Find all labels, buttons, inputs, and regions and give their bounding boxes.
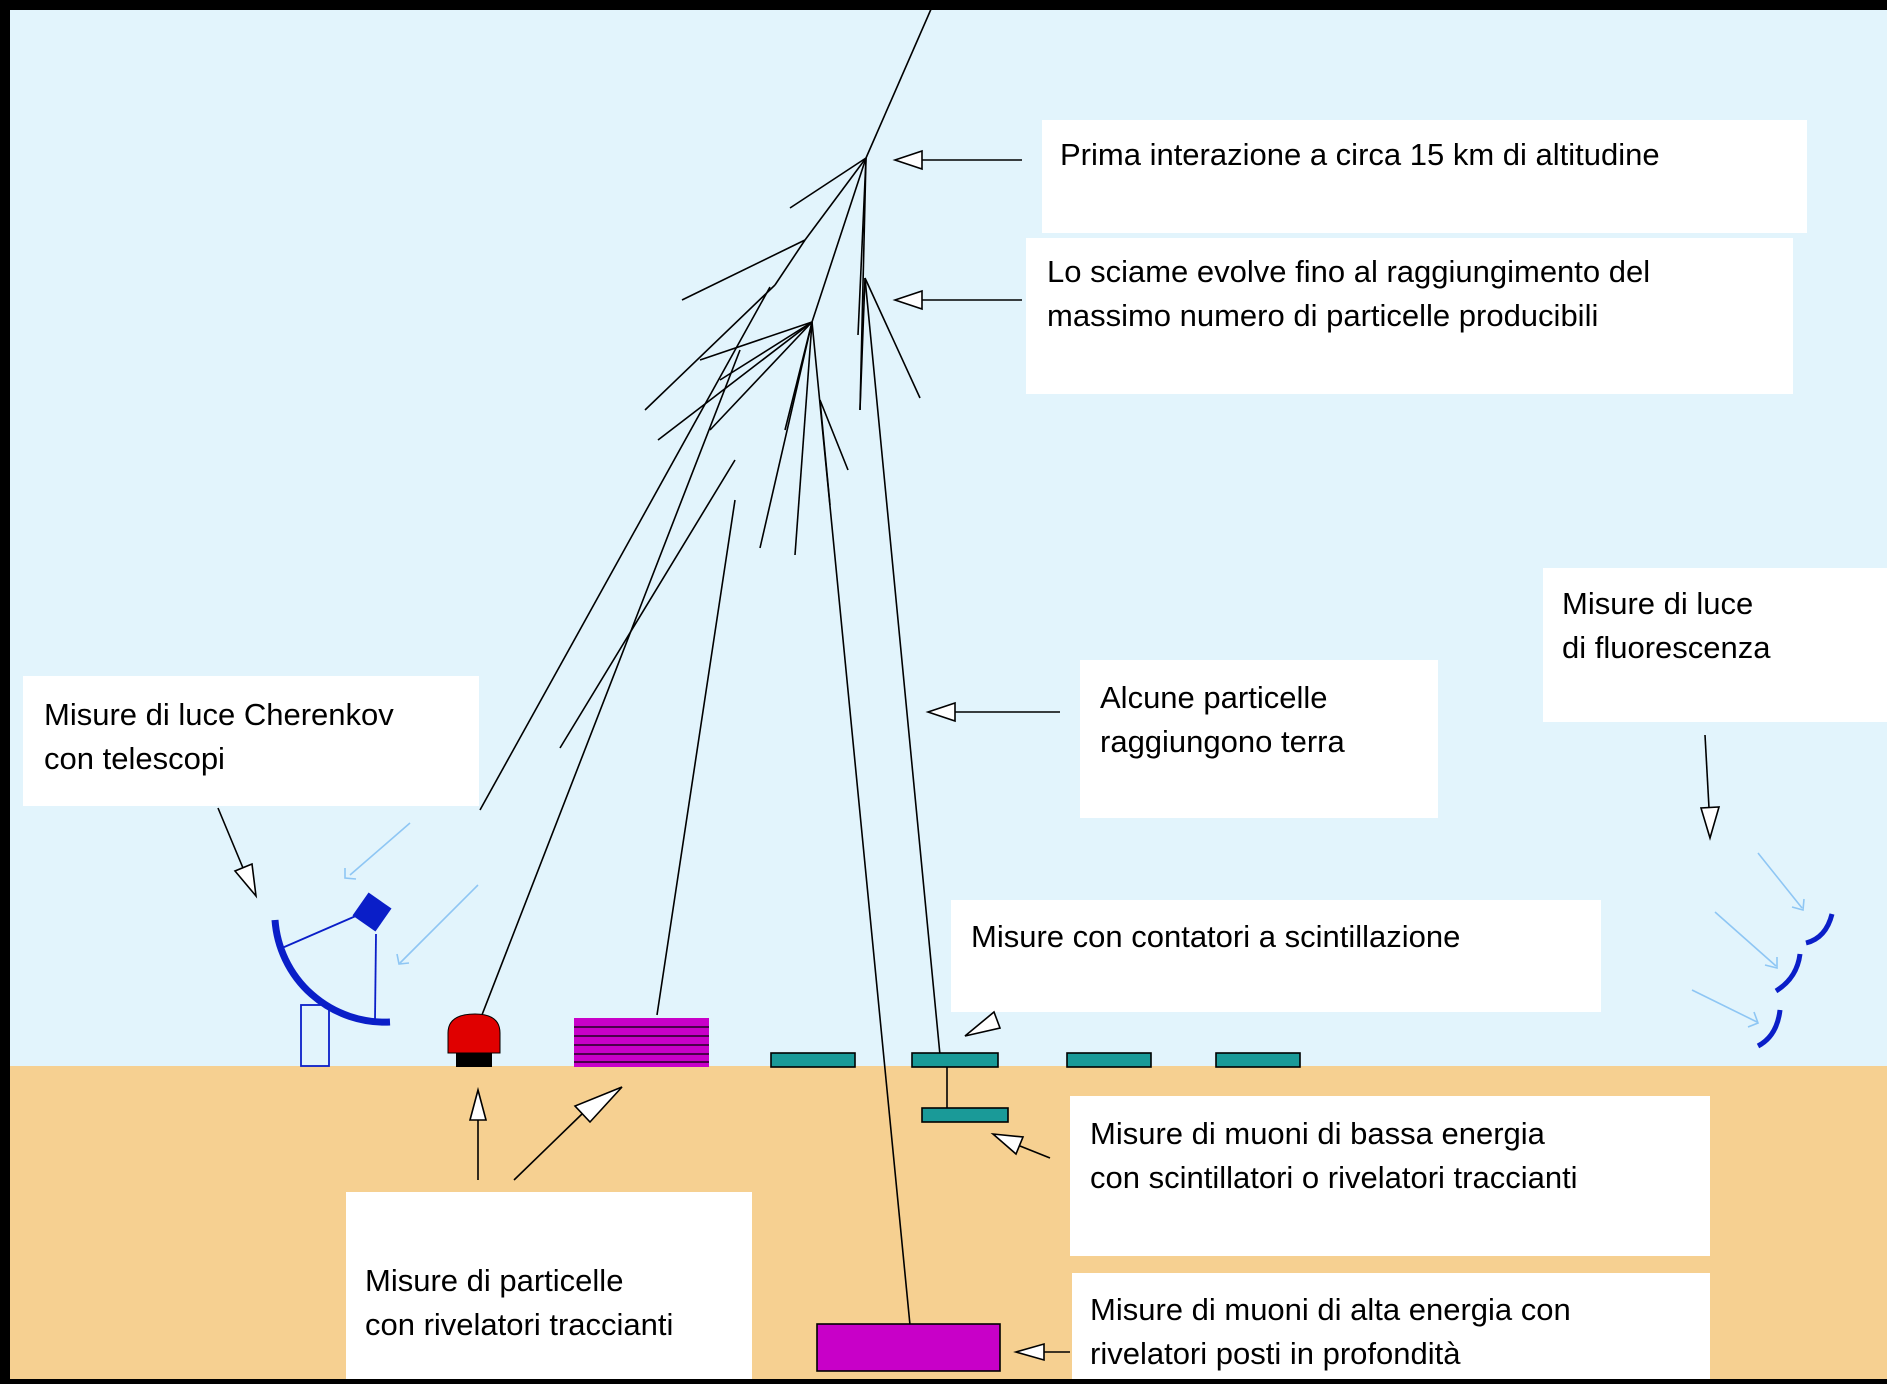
cherenkov-light-rays <box>344 822 479 965</box>
particle-counter-icon <box>447 1013 501 1067</box>
label-sciame-1: Lo sciame evolve fino al raggiungimento … <box>1047 254 1650 289</box>
label-scintillazione: Misure con contatori a scintillazione <box>971 919 1460 954</box>
label-fluorescenza-1: Misure di luce <box>1562 586 1753 621</box>
label-cherenkov-2: con telescopi <box>44 741 225 776</box>
box-muoni-alta <box>1072 1273 1710 1379</box>
deep-detector <box>816 1323 1001 1372</box>
label-particelle-2: con rivelatori traccianti <box>365 1307 673 1342</box>
label-alcune-2: raggiungono terra <box>1100 724 1345 759</box>
tracker-stack <box>574 1018 709 1067</box>
label-alcune-1: Alcune particelle <box>1100 680 1327 715</box>
cherenkov-telescope-icon <box>271 892 392 1067</box>
box-cherenkov <box>23 676 479 806</box>
scintillator-array <box>770 1052 1301 1123</box>
shower-tracks <box>479 0 941 1326</box>
box-sciame <box>1026 238 1793 394</box>
label-muoni-bassa-1: Misure di muoni di bassa energia <box>1090 1116 1546 1151</box>
label-particelle-1: Misure di particelle <box>365 1263 623 1298</box>
label-cherenkov-1: Misure di luce Cherenkov <box>44 697 394 732</box>
label-muoni-alta-1: Misure di muoni di alta energia con <box>1090 1292 1571 1327</box>
box-muoni-bassa <box>1070 1096 1710 1256</box>
label-muoni-bassa-2: con scintillatori o rivelatori tracciant… <box>1090 1160 1578 1195</box>
label-sciame-2: massimo numero di particelle producibili <box>1047 298 1598 333</box>
label-fluorescenza-2: di fluorescenza <box>1562 630 1771 665</box>
label-muoni-alta-2: rivelatori posti in profondità <box>1090 1336 1461 1371</box>
box-fluorescenza <box>1543 568 1887 722</box>
box-scintillazione <box>951 900 1601 1012</box>
box-alcune <box>1080 660 1438 818</box>
box-particelle <box>346 1192 752 1379</box>
pointer-arrows <box>217 149 1721 1362</box>
box-prima <box>1042 120 1807 233</box>
label-prima-interazione: Prima interazione a circa 15 km di altit… <box>1060 137 1660 172</box>
fluorescence-detector-icon <box>1691 852 1835 1049</box>
